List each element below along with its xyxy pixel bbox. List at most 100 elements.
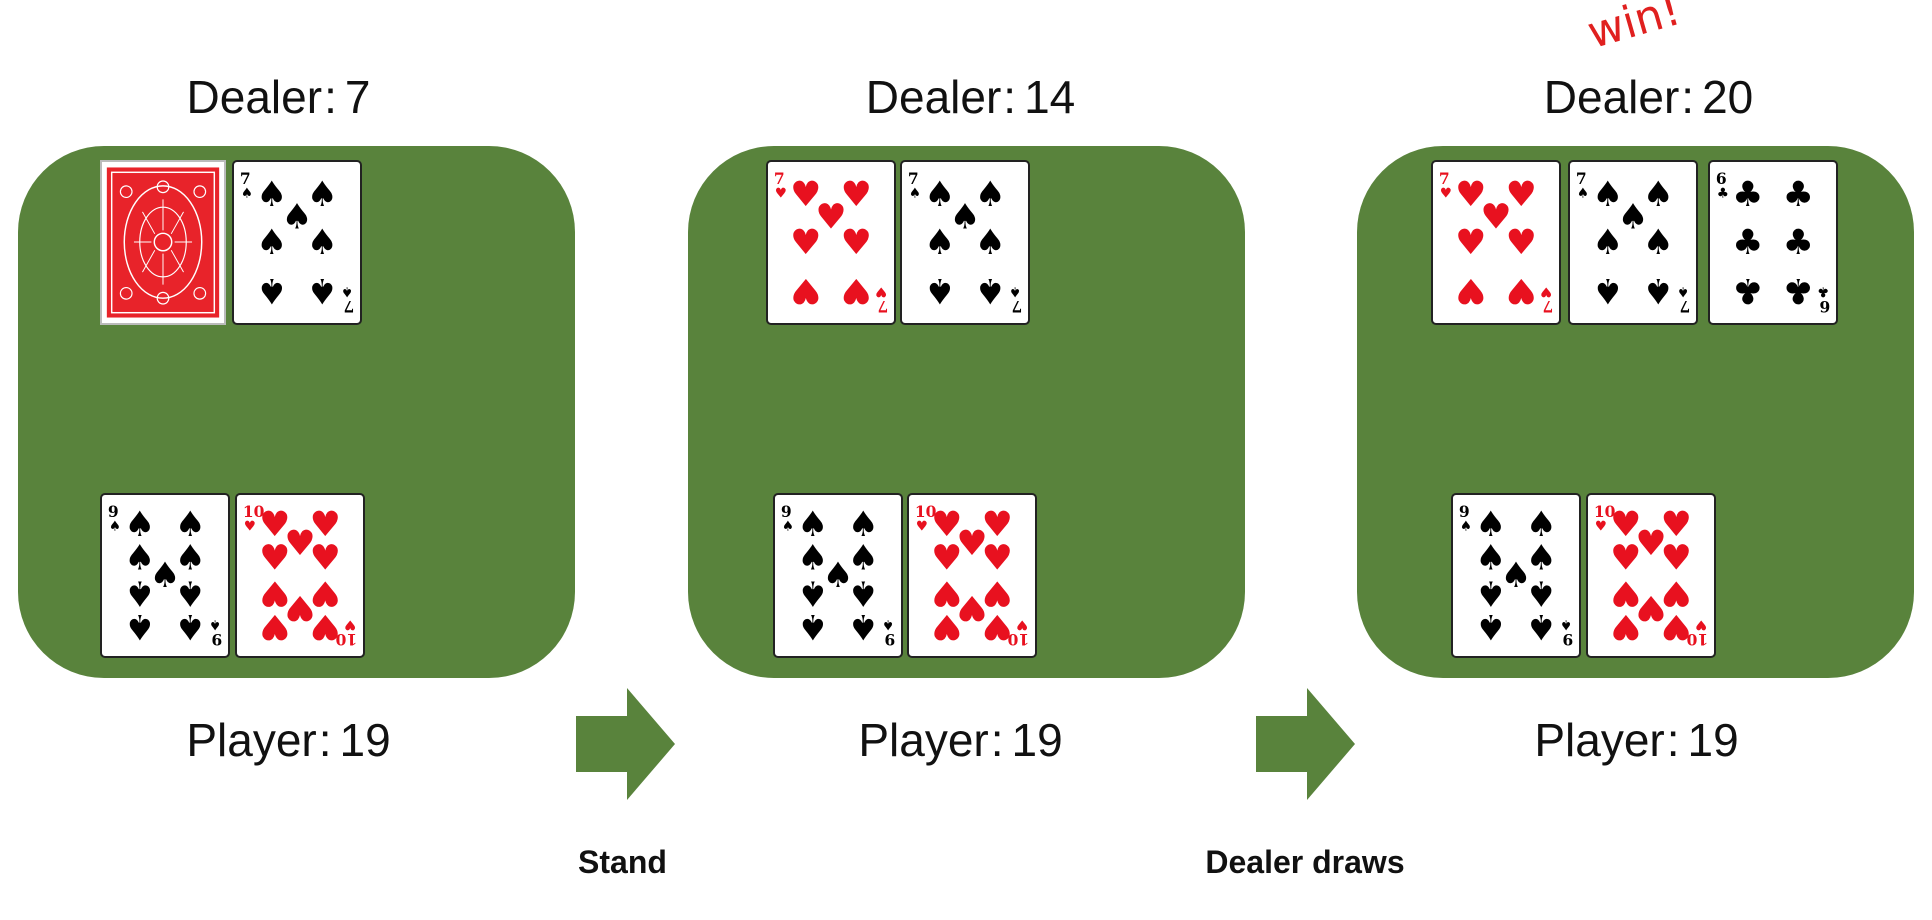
heart-pip-icon: ♥ [931,572,962,612]
heart-pip-icon: ♥ [1635,524,1666,564]
card-suit-icon: ♠ [209,617,221,633]
card-suit-icon: ♣ [1717,185,1729,201]
playing-card: 9♠9♠♠♠♠♠♠♠♠♠♠ [773,493,903,658]
spade-pip-icon: ♠ [1475,539,1506,579]
heart-pip-icon: ♥ [1661,572,1692,612]
spade-pip-icon: ♠ [256,223,287,263]
heart-pip-icon: ♥ [284,524,315,564]
club-pip-icon: ♣ [1783,223,1814,263]
card-rank-label: 9 [108,502,119,521]
spade-pip-icon: ♠ [924,223,955,263]
heart-pip-icon: ♥ [310,606,341,646]
spade-pip-icon: ♠ [256,270,287,310]
heart-pip-icon: ♥ [310,505,341,545]
spade-pip-icon: ♠ [1643,223,1674,263]
spade-pip-icon: ♠ [175,539,206,579]
spade-pip-icon: ♠ [175,572,206,612]
heart-pip-icon: ♥ [310,572,341,612]
heart-pip-icon: ♥ [1635,587,1666,627]
card-suit-icon: ♠ [1677,284,1689,300]
card-rank-label: 6 [1716,169,1727,188]
spade-pip-icon: ♠ [1592,270,1623,310]
spade-pip-icon: ♠ [797,572,828,612]
card-rank-label: 10 [915,502,937,521]
spade-pip-icon: ♠ [1475,572,1506,612]
spade-pip-icon: ♠ [1500,556,1531,596]
spade-pip-icon: ♠ [1475,505,1506,545]
spade-pip-icon: ♠ [924,270,955,310]
heart-pip-icon: ♥ [1455,270,1486,310]
spade-pip-icon: ♠ [1526,606,1557,646]
spade-pip-icon: ♠ [281,198,312,238]
spade-pip-icon: ♠ [307,175,338,215]
card-rank-label: 10 [1594,502,1616,521]
card-rank-label: 10 [243,502,265,521]
card-suit-icon: ♠ [341,284,353,300]
player-score-label: Player:19 [858,714,1063,766]
card-rank-label: 7 [908,169,919,188]
card-suit-icon: ♠ [1460,518,1472,534]
card-rank-label: 6 [1819,297,1830,316]
heart-pip-icon: ♥ [259,539,290,579]
dealer-score-label: Dealer:14 [865,71,1076,123]
card-rank-label: 7 [774,169,785,188]
spade-pip-icon: ♠ [1643,270,1674,310]
spade-pip-icon: ♠ [797,505,828,545]
heart-pip-icon: ♥ [815,198,846,238]
card-suit-icon: ♣ [1817,284,1829,300]
card-suit-icon: ♥ [1540,284,1552,300]
heart-pip-icon: ♥ [790,270,821,310]
playing-card: 10♥10♥♥♥♥♥♥♥♥♥♥♥ [1586,493,1716,658]
spade-pip-icon: ♠ [924,175,955,215]
heart-pip-icon: ♥ [1506,223,1537,263]
spade-pip-icon: ♠ [975,175,1006,215]
spade-pip-icon: ♠ [822,556,853,596]
spade-pip-icon: ♠ [124,572,155,612]
card-rank-label: 7 [877,297,888,316]
card-suit-icon: ♥ [1440,185,1452,201]
spade-pip-icon: ♠ [307,223,338,263]
heart-pip-icon: ♥ [1661,505,1692,545]
spade-pip-icon: ♠ [1643,175,1674,215]
spade-pip-icon: ♠ [124,539,155,579]
heart-pip-icon: ♥ [259,505,290,545]
club-pip-icon: ♣ [1783,270,1814,310]
card-rank-label: 7 [240,169,251,188]
card-suit-icon: ♠ [1009,284,1021,300]
playing-card: 7♥7♥♥♥♥♥♥♥♥ [766,160,896,325]
heart-pip-icon: ♥ [841,223,872,263]
player-score-label: Player:19 [186,714,391,766]
card-back [100,160,226,325]
card-suit-icon: ♥ [875,284,887,300]
card-suit-icon: ♥ [916,518,928,534]
heart-pip-icon: ♥ [956,587,987,627]
heart-pip-icon: ♥ [982,606,1013,646]
spade-pip-icon: ♠ [848,505,879,545]
spade-pip-icon: ♠ [1592,175,1623,215]
club-pip-icon: ♣ [1783,175,1814,215]
card-rank-label: 7 [1542,297,1553,316]
spade-pip-icon: ♠ [149,556,180,596]
card-suit-icon: ♥ [1595,518,1607,534]
heart-pip-icon: ♥ [1506,270,1537,310]
card-suit-icon: ♠ [1577,185,1589,201]
spade-pip-icon: ♠ [1592,223,1623,263]
heart-pip-icon: ♥ [310,539,341,579]
club-pip-icon: ♣ [1732,175,1763,215]
card-suit-icon: ♥ [1695,617,1707,633]
spade-pip-icon: ♠ [797,539,828,579]
playing-card: 9♠9♠♠♠♠♠♠♠♠♠♠ [1451,493,1581,658]
heart-pip-icon: ♥ [982,572,1013,612]
spade-pip-icon: ♠ [949,198,980,238]
spade-pip-icon: ♠ [256,175,287,215]
card-rank-label: 9 [781,502,792,521]
heart-pip-icon: ♥ [841,270,872,310]
card-rank-label: 7 [1679,297,1690,316]
dealer-score-label: Dealer:7 [186,71,371,123]
heart-pip-icon: ♥ [1506,175,1537,215]
card-rank-label: 9 [211,630,222,649]
card-rank-label: 7 [1011,297,1022,316]
heart-pip-icon: ♥ [1455,223,1486,263]
spade-pip-icon: ♠ [1526,572,1557,612]
heart-pip-icon: ♥ [259,572,290,612]
